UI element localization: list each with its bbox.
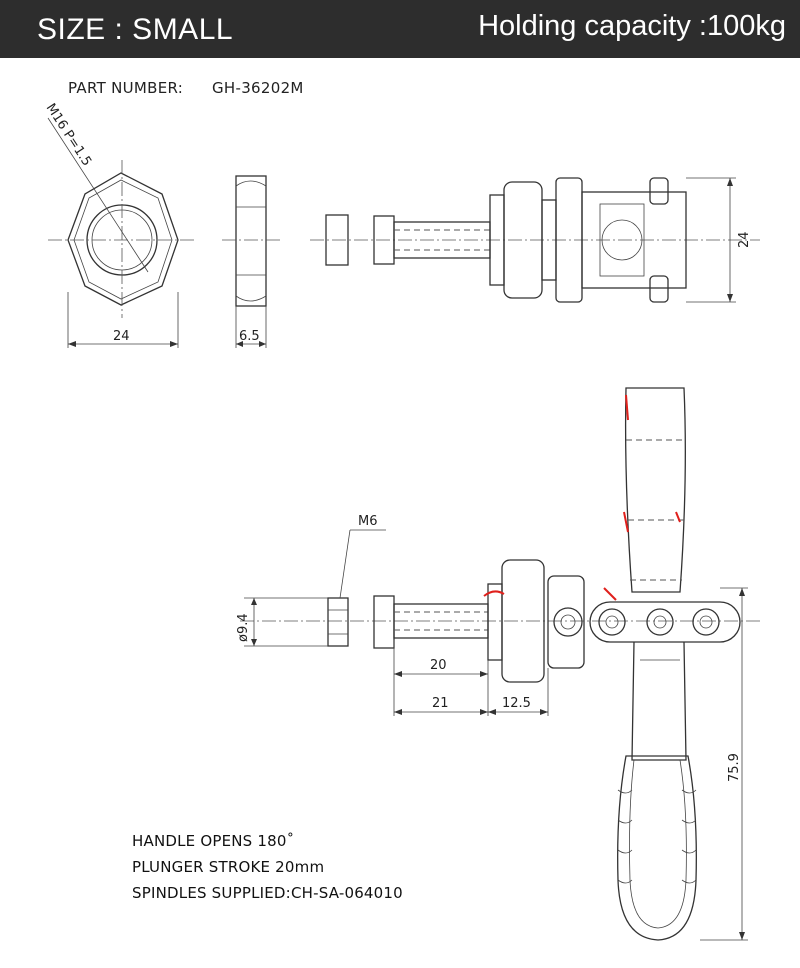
- screw-dimension: M6: [358, 514, 378, 529]
- stroke-dimension: 20: [430, 658, 447, 673]
- header-bar: SIZE : SMALL Holding capacity :100kg: [0, 0, 800, 58]
- note-spindles-supplied: SPINDLES SUPPLIED:CH-SA-064010: [132, 884, 403, 902]
- head-height-dimension: 24: [737, 231, 752, 248]
- notes-block: HANDLE OPENS 180˚ PLUNGER STROKE 20mm SP…: [132, 828, 403, 906]
- note-handle-opens: HANDLE OPENS 180˚: [132, 832, 295, 850]
- spindle-length-dimension: 21: [432, 696, 449, 711]
- capacity-label: Holding capacity :100kg: [478, 10, 786, 42]
- body-length-dimension: 12.5: [502, 696, 531, 711]
- height-dimension: 75.9: [727, 753, 742, 782]
- nut-thickness-dimension: 6.5: [239, 329, 260, 344]
- part-number-label: PART NUMBER:: [68, 79, 183, 97]
- size-label: SIZE : SMALL: [37, 13, 234, 46]
- side-view-dimensions: M6 ø9.4 20 21 12.5 75.9: [236, 514, 748, 941]
- thread-dimension: M16 P=1.5: [43, 101, 94, 169]
- hex-nut-side-view: 6.5: [222, 175, 282, 348]
- hex-nut-front-view: M16 P=1.5 24: [43, 101, 196, 348]
- diameter-dimension: ø9.4: [236, 613, 251, 642]
- part-number-value: GH-36202M: [212, 79, 304, 97]
- note-plunger-stroke: PLUNGER STROKE 20mm: [132, 858, 325, 876]
- clamp-side-view: [240, 387, 760, 941]
- nut-width-dimension: 24: [113, 329, 130, 344]
- clamp-top-view: 24: [310, 177, 760, 303]
